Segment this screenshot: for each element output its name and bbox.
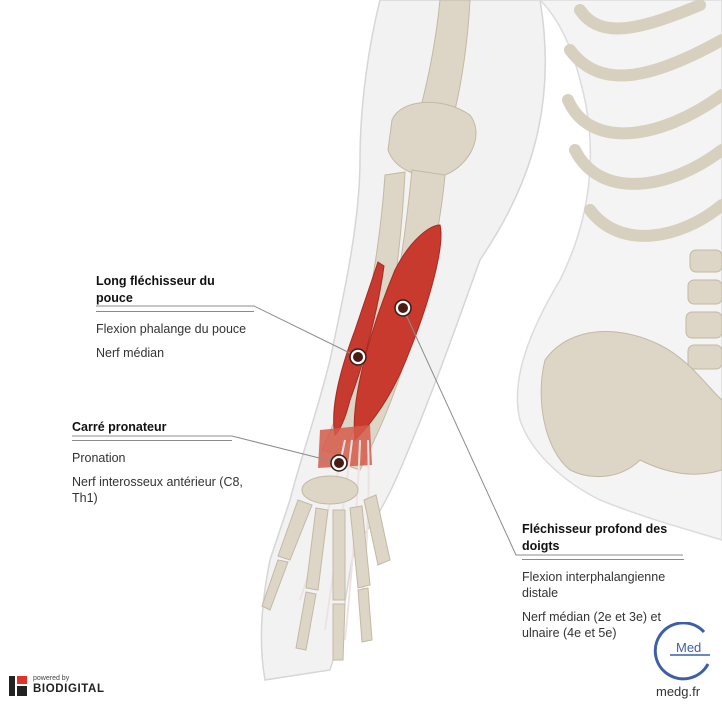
label-carre-pronateur: Carré pronateur Pronation Nerf interosse… [72, 419, 262, 514]
label-action: Flexion phalange du pouce [96, 322, 247, 336]
hand-bones [261, 475, 391, 661]
ribs [562, 0, 722, 242]
site-url: medg.fr [656, 684, 701, 699]
label-title: Long fléchisseur du pouce [96, 274, 215, 305]
marker-flechisseur-profond [394, 299, 412, 317]
vertebrae [685, 249, 722, 370]
label-flechisseur-profond-des-doigts: Fléchisseur profond des doigts Flexion i… [522, 521, 684, 649]
medg-logo-ring-icon [653, 622, 710, 681]
marker-carre-pronateur [330, 454, 348, 472]
label-divider [72, 440, 232, 441]
pelvis-bone [540, 331, 722, 478]
label-action: Flexion interphalangienne distale [522, 570, 666, 600]
leader-line-carre-pronateur [72, 435, 340, 464]
medg-logo: Med [653, 622, 710, 681]
biodigital-text: BIODIGITAL [33, 682, 105, 695]
label-title: Fléchisseur profond des doigts [522, 522, 668, 553]
flexor-digitorum-profundus-muscle [353, 224, 442, 442]
label-long-flechisseur-du-pouce: Long fléchisseur du pouce Flexion phalan… [96, 273, 254, 369]
label-nerve: Nerf interosseux antérieur (C8, Th1) [72, 475, 243, 505]
label-divider [96, 311, 254, 312]
marker-long-flechisseur [349, 348, 367, 366]
label-action: Pronation [72, 451, 126, 465]
leader-line-long-flechisseur [96, 305, 359, 358]
elbow-joint [387, 101, 477, 177]
label-nerve: Nerf médian (2e et 3e) et ulnaire (4e et… [522, 610, 661, 640]
medg-logo-text: Med [676, 640, 701, 655]
label-divider [522, 559, 684, 560]
label-title: Carré pronateur [72, 420, 167, 434]
powered-by-text: powered by [33, 674, 70, 682]
leader-line-flechisseur-profond [402, 307, 683, 556]
biodigital-branding: powered by BIODIGITAL [9, 674, 105, 696]
label-nerve: Nerf médian [96, 346, 165, 360]
biodigital-logo-icon [9, 674, 27, 696]
leader-lines [72, 305, 683, 556]
